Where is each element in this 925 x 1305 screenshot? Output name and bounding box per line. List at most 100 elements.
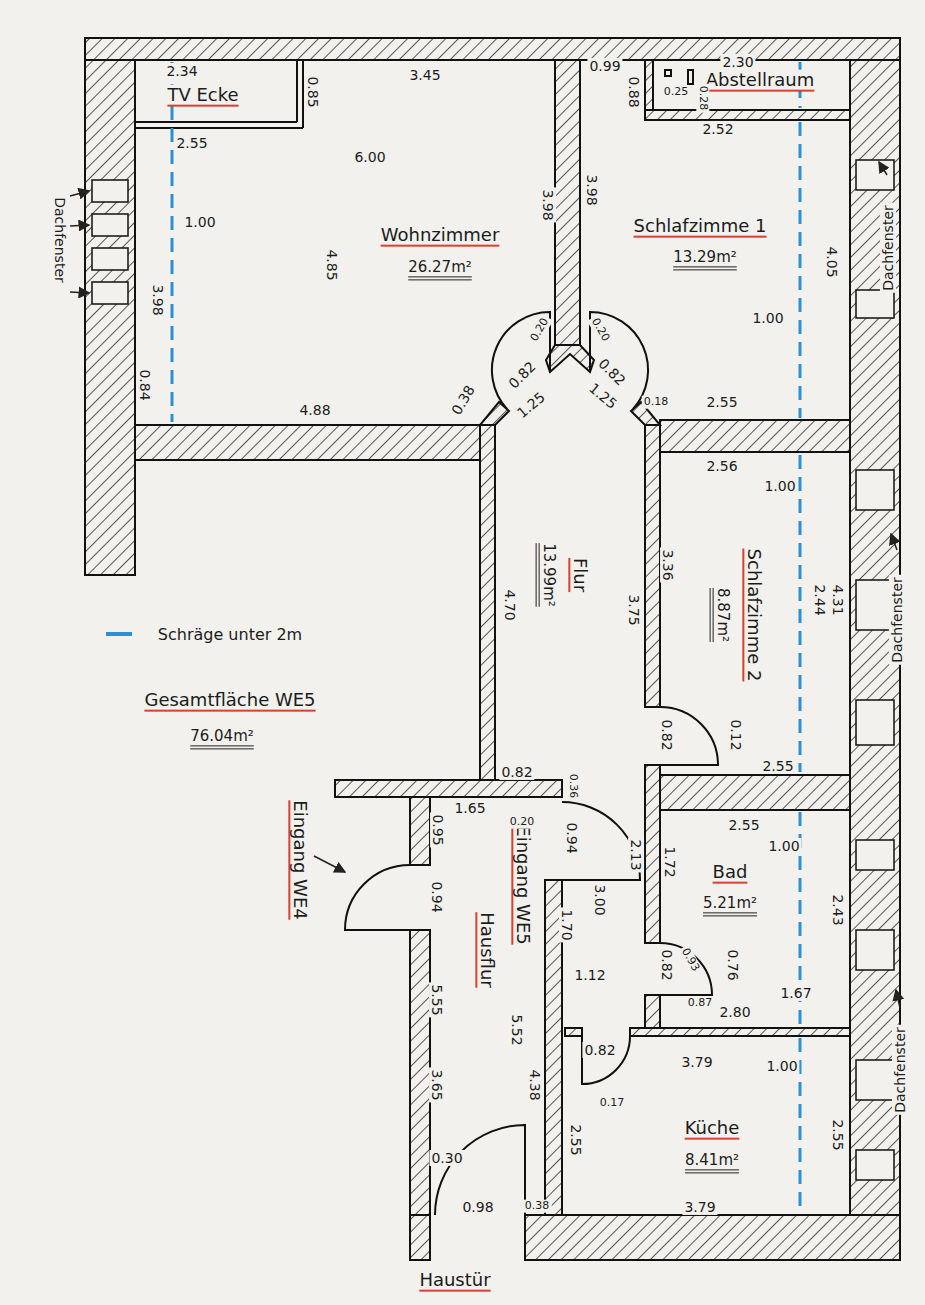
dimension-label: 1.65 xyxy=(452,800,487,816)
wall xyxy=(645,110,850,120)
dimension-label: 0.28 xyxy=(697,84,710,113)
door-swing xyxy=(435,1125,525,1215)
dimension-label: 2.13 xyxy=(628,837,644,872)
dimension-label: 2.55 xyxy=(174,135,209,151)
room-area-value: Hausflur xyxy=(477,910,498,990)
dimension-label: 3.98 xyxy=(540,187,556,222)
dimension-label: 1.70 xyxy=(559,907,575,942)
room-name: Schlafzimme 2 xyxy=(744,547,765,684)
dimension-label: 3.79 xyxy=(682,1199,717,1215)
small-box xyxy=(688,70,693,84)
leader-line xyxy=(896,990,900,1008)
room-area: TV Ecke xyxy=(135,60,297,122)
window xyxy=(856,930,894,970)
window xyxy=(856,840,894,870)
room-area-value: 8.41m² xyxy=(683,1152,741,1169)
legend-sample xyxy=(106,632,132,636)
tv-line xyxy=(302,60,304,128)
wall xyxy=(410,797,430,865)
slope-line xyxy=(799,122,802,418)
dimension-label: 1.12 xyxy=(572,967,607,983)
dimension-label: 0.20 xyxy=(508,816,537,829)
dimension-label: 0.76 xyxy=(725,947,741,982)
leader-line xyxy=(879,162,887,175)
tv-line xyxy=(135,127,303,129)
room-name: Flur xyxy=(570,556,591,594)
wall xyxy=(645,60,653,110)
wall xyxy=(85,60,135,575)
dimension-label: 3.98 xyxy=(150,282,166,317)
dimension-label: Gesamtfläche WE5 xyxy=(142,690,317,711)
window xyxy=(856,470,894,510)
room-name: Abstellraum xyxy=(704,70,817,91)
dimension-label: 0.82 xyxy=(659,717,675,752)
dimension-label: 0.88 xyxy=(626,74,642,109)
leader-arrows xyxy=(70,162,900,1008)
dimension-label: 0.17 xyxy=(598,1097,627,1110)
dimension-label: 2.55 xyxy=(830,1117,846,1152)
leader-line xyxy=(70,292,89,293)
wall xyxy=(335,780,562,797)
dimension-label: 0.82 xyxy=(659,947,675,982)
dimension-label: 2.56 xyxy=(704,458,739,474)
dimension-label: 1.25 xyxy=(512,388,549,423)
window xyxy=(856,290,894,318)
room-area-value: 13.99m² xyxy=(539,541,556,609)
wall xyxy=(546,345,594,372)
wall xyxy=(660,775,850,810)
legend-text: Schräge unter 2m xyxy=(156,626,304,644)
wall xyxy=(555,60,580,345)
dimension-label: 0.93 xyxy=(677,944,702,975)
dimension-label: 0.82 xyxy=(499,764,534,780)
wall xyxy=(525,1215,900,1260)
room-area: Wohnzimmer26.27m²TV Ecke xyxy=(135,60,555,425)
door-swing xyxy=(582,1036,630,1084)
slope-line xyxy=(799,455,802,772)
leader-line xyxy=(891,534,897,550)
room-area: Bad5.21m² xyxy=(660,810,850,1025)
window xyxy=(92,248,128,270)
dimension-label: 3.98 xyxy=(584,172,600,207)
dimension-label: 1.00 xyxy=(764,1058,799,1074)
dimension-label: 2.55 xyxy=(704,394,739,410)
dimension-label: 6.00 xyxy=(352,149,387,165)
dimension-label: 0.85 xyxy=(305,74,321,109)
dimension-label: 3.75 xyxy=(626,592,642,627)
dimension-label: 0.94 xyxy=(564,820,580,855)
dimension-label: 2.43 xyxy=(830,892,846,927)
dimension-label: 0.99 xyxy=(587,58,622,74)
dimension-label: 0.38 xyxy=(447,381,479,420)
dimension-label: 1.00 xyxy=(750,310,785,326)
dimension-label: 3.65 xyxy=(429,1067,445,1102)
dimension-label: 2.55 xyxy=(760,758,795,774)
dimension-label: 4.31 xyxy=(830,582,846,617)
dimension-label: 76.04m² xyxy=(188,728,256,745)
dimension-label: 0.20 xyxy=(587,314,612,345)
dimension-label: 4.38 xyxy=(527,1067,543,1102)
room-name: Küche xyxy=(683,1118,742,1139)
wall xyxy=(565,1028,582,1036)
dimension-label: Eingang WE4 xyxy=(290,798,311,921)
wall xyxy=(645,995,660,1028)
dimension-label: 3.36 xyxy=(660,547,676,582)
dimension-label: 1.00 xyxy=(766,838,801,854)
dimension-label: 3.00 xyxy=(592,882,608,917)
window xyxy=(856,1150,894,1180)
window xyxy=(856,160,894,190)
small-box xyxy=(665,70,671,76)
dimension-label: 2.52 xyxy=(700,121,735,137)
wall xyxy=(645,425,660,707)
window xyxy=(92,180,128,202)
wall xyxy=(660,420,850,452)
dimension-label: 3.45 xyxy=(407,67,442,83)
tv-line xyxy=(135,121,297,123)
dimension-label: 2.30 xyxy=(720,54,755,70)
room-name: TV Ecke xyxy=(165,85,240,106)
wall xyxy=(630,1028,850,1036)
dimension-label: 0.12 xyxy=(728,717,744,752)
dimension-label: 0.36 xyxy=(567,772,580,801)
tv-line xyxy=(296,60,298,122)
window xyxy=(92,282,128,304)
